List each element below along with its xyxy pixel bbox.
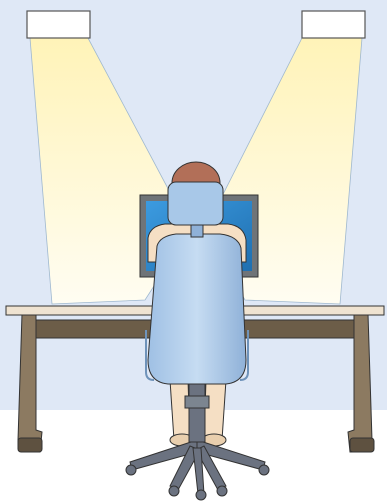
chair-headrest (168, 182, 223, 225)
ceiling-light-icon (27, 11, 90, 38)
chair-backrest (148, 234, 246, 384)
ceiling-light-left (27, 11, 90, 38)
ceiling-light-right (302, 11, 365, 38)
ceiling-light-icon (302, 11, 365, 38)
